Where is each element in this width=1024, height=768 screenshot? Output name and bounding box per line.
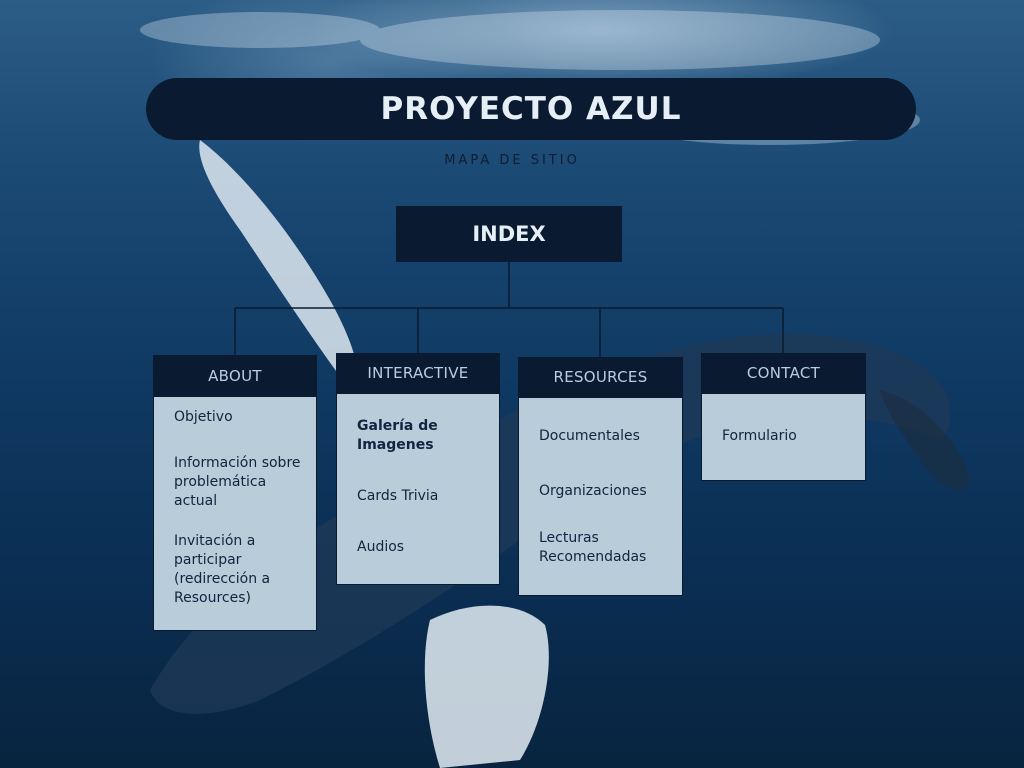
list-item: Documentales <box>539 428 640 444</box>
list-item: Organizaciones <box>539 483 647 499</box>
section-about: ABOUT Objetivo Información sobre problem… <box>153 355 317 631</box>
section-interactive-header: INTERACTIVE <box>336 353 500 393</box>
section-interactive-panel: Galería de Imagenes Cards Trivia Audios <box>336 393 500 585</box>
section-contact-header: CONTACT <box>701 353 866 393</box>
section-about-panel: Objetivo Información sobre problemática … <box>153 396 317 631</box>
section-contact: CONTACT Formulario <box>701 353 866 481</box>
page-subtitle: MAPA DE SITIO <box>444 153 580 168</box>
list-item: Cards Trivia <box>357 488 439 504</box>
title-bar: PROYECTO AZUL <box>146 78 916 140</box>
list-item: Información sobre problemática actual <box>174 455 301 509</box>
section-resources: RESOURCES Documentales Organizaciones Le… <box>518 357 683 596</box>
section-about-header: ABOUT <box>153 355 317 396</box>
list-item: Formulario <box>722 428 797 444</box>
list-item: Objetivo <box>174 409 233 425</box>
list-item: Invitación a participar (redirección a R… <box>174 533 271 606</box>
section-resources-panel: Documentales Organizaciones Lecturas Rec… <box>518 397 683 596</box>
section-resources-header: RESOURCES <box>518 357 683 397</box>
list-item: Lecturas Recomendadas <box>539 530 647 565</box>
list-item: Galería de Imagenes <box>357 418 438 453</box>
node-index: INDEX <box>396 206 622 262</box>
node-index-label: INDEX <box>472 222 546 246</box>
section-interactive: INTERACTIVE Galería de Imagenes Cards Tr… <box>336 353 500 585</box>
page-title: PROYECTO AZUL <box>380 91 682 127</box>
section-contact-panel: Formulario <box>701 393 866 481</box>
list-item: Audios <box>357 539 405 555</box>
